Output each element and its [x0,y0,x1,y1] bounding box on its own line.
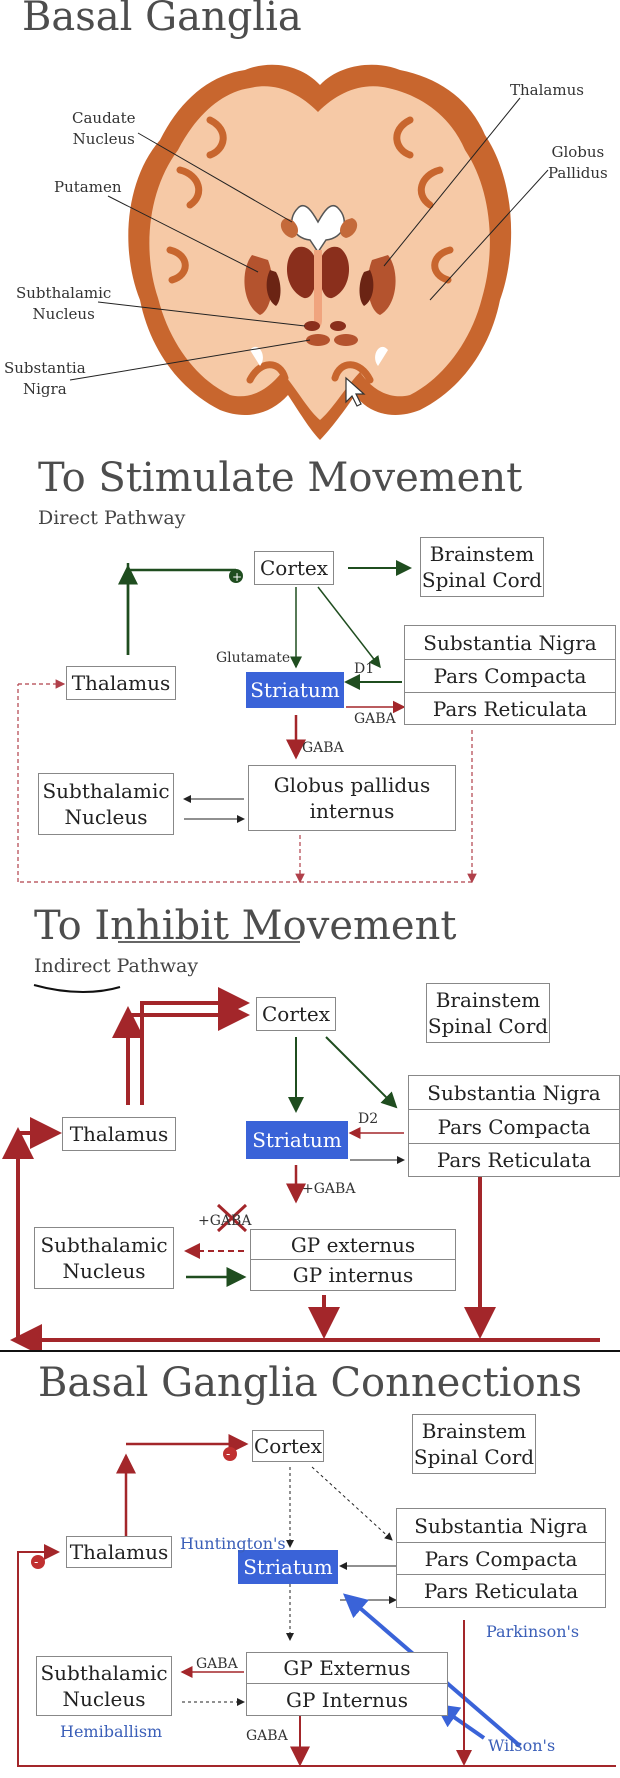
indirect-subtitle: Indirect Pathway [34,955,199,977]
sn-row: Substantia Nigra [397,1509,605,1543]
cortex-box: Cortex [256,997,336,1031]
thalamus-box: Thalamus [66,666,176,700]
substantia-label: Substantia Nigra [4,359,86,398]
substantia-nigra-stack: Substantia Nigra Pars Compacta Pars Reti… [396,1508,606,1608]
caudate-nucleus-shape [280,218,298,238]
stn-box: Subthalamic Nucleus [34,1227,174,1289]
thalamus-label: Thalamus [510,81,584,99]
substantia-nigra-stack: Substantia Nigra Pars Compacta Pars Reti… [408,1075,620,1177]
striatum-box: Striatum [246,672,344,708]
pars-reticulata-row: Pars Reticulata [432,696,588,721]
gpi-box: Globus pallidus internus [248,765,456,831]
pars-compacta-row: Pars Compacta [409,1110,619,1144]
gaba-crossed-label: +GABA [198,1213,252,1229]
pars-compacta-row: Pars Compacta [405,660,615,693]
subthalamic-shape [304,321,320,331]
indirect-arrows [2,941,600,1350]
brain-illustration [69,64,549,441]
parkinsons-label: Parkinson's [486,1622,580,1641]
gp-internus-row: GP Internus [285,1687,409,1712]
sn-row: Substantia Nigra [409,1076,619,1110]
brainstem-box: Brainstem Spinal Cord [412,1414,536,1474]
gaba-label-1: GABA [354,711,396,727]
gp-stack: GP Externus GP Internus [246,1652,448,1716]
ventricles [291,205,345,254]
huntingtons-label: Huntington's [180,1534,286,1553]
thalamus-shape [286,246,317,299]
pars-compacta-row: Pars Compacta [397,1543,605,1575]
putamen-shape [244,255,273,315]
minus-icon-2 [31,1555,45,1569]
d2-label: D2 [358,1111,379,1127]
gaba-label-1: GABA [196,1656,238,1672]
substantia-nigra-shape [306,334,330,346]
page-title: Basal Ganglia [22,0,302,40]
gp-stack: GP externus GP internus [250,1229,456,1291]
thalamus-box: Thalamus [66,1536,172,1568]
connections-title: Basal Ganglia Connections [38,1360,582,1406]
sn-row: Substantia Nigra [405,626,615,660]
gp-externus-row: GP Externus [247,1653,447,1684]
cross-icon [216,1203,248,1233]
section-divider [0,1350,620,1352]
gaba-label: +GABA [302,1181,356,1197]
cortex-box: Cortex [252,1430,324,1462]
striatum-box: Striatum [246,1121,348,1159]
stn-box: Subthalamic Nucleus [38,773,174,835]
caudate-label: Caudate Nucleus [72,109,136,148]
panel-direct-pathway: To Stimulate Movement Direct Pathway + [0,445,620,895]
svg-text:-: - [34,1555,38,1569]
gaba-label-2: GABA [302,740,344,756]
brainstem-box: Brainstem Spinal Cord [420,537,544,597]
hemiballism-label: Hemiballism [60,1722,163,1741]
direct-title: To Stimulate Movement [38,455,523,501]
gp-externus-row: GP externus [251,1230,455,1260]
gp-internus-row: GP internus [292,1263,414,1287]
plus-icon [229,569,243,583]
pars-reticulata-row: Pars Reticulata [423,1579,579,1603]
gaba-label-2: GABA [246,1728,288,1744]
wilsons-label: Wilson's [488,1736,556,1755]
svg-text:-: - [226,1447,230,1461]
d1-label: D1 [354,661,375,677]
brainstem-box: Brainstem Spinal Cord [426,983,550,1043]
mouse-cursor-icon [345,376,366,407]
glutamate-label: Glutamate [216,650,291,666]
pars-reticulata-row: Pars Reticulata [436,1148,592,1172]
putamen-label: Putamen [54,178,122,196]
cortex-box: Cortex [254,551,334,585]
subthalamic-label: Subthalamic Nucleus [16,284,112,323]
substantia-nigra-stack: Substantia Nigra Pars Compacta Pars Reti… [404,625,616,725]
panel-anatomy: Basal Ganglia [0,0,620,445]
striatum-box: Striatum [238,1550,338,1584]
globus-pallidus-shape [266,270,281,306]
panel-connections: Basal Ganglia Connections - [0,1352,620,1778]
stn-box: Subthalamic Nucleus [36,1656,172,1716]
direct-subtitle: Direct Pathway [38,507,186,529]
globus-label: Globus Pallidus [548,143,608,182]
minus-icon [223,1447,237,1461]
direct-arrows: + [17,560,477,884]
thalamus-box: Thalamus [62,1117,176,1151]
svg-text:+: + [232,570,242,584]
panel-indirect-pathway: To Inhibit Movement Indirect Pathway [0,895,620,1350]
